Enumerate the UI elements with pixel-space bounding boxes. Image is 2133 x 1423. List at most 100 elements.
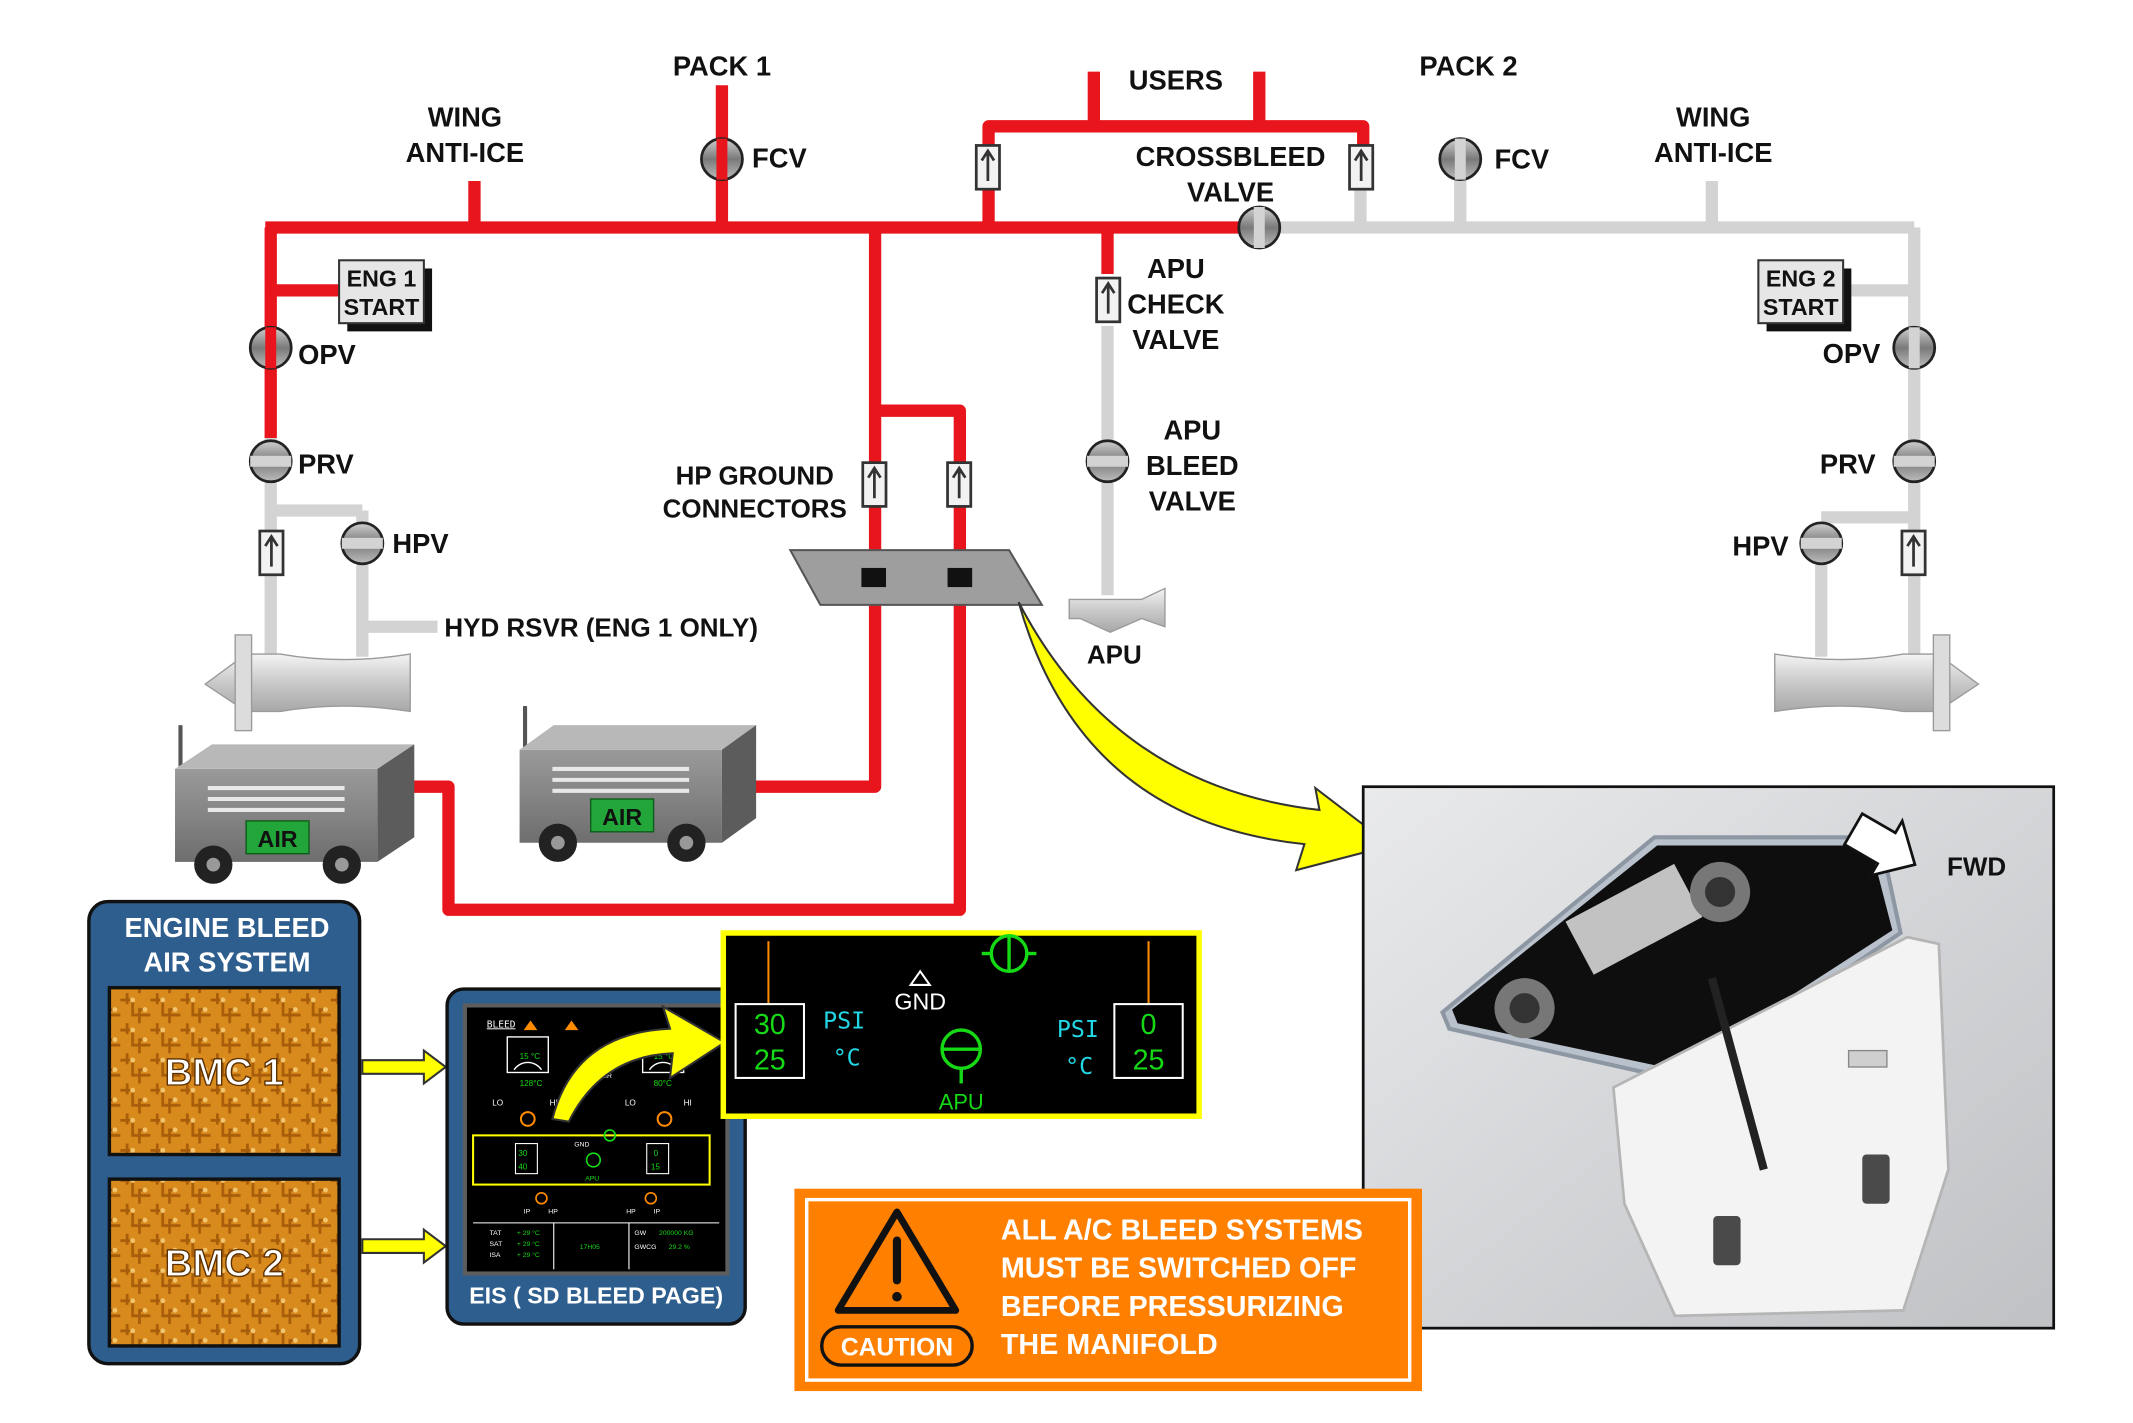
zoom-right-psi-unit: PSI xyxy=(1057,1016,1099,1043)
zoom-gnd: GND xyxy=(894,989,946,1015)
apu-bleed-valve xyxy=(1085,439,1130,484)
eis-ip-right: IP xyxy=(654,1208,661,1215)
apu-check-valve-label-2: CHECK xyxy=(1127,289,1224,320)
eis-page-title: BLEED xyxy=(487,1019,516,1030)
check-valves xyxy=(258,144,1927,577)
air-cart-1: AIR xyxy=(175,725,415,884)
apu-label: APU xyxy=(1087,640,1142,670)
fwd-label: FWD xyxy=(1947,852,2006,882)
opv-left-label: OPV xyxy=(298,339,356,370)
bmc2-label: BMC 2 xyxy=(165,1242,284,1285)
eng2-start-label-1: ENG 2 xyxy=(1766,265,1836,291)
eis-sat-value: + 29 °C xyxy=(517,1240,540,1248)
zoom-right-temp-unit: °C xyxy=(1065,1053,1093,1080)
eis-caption: EIS ( SD BLEED PAGE) xyxy=(469,1283,723,1309)
apu-bleed-valve-label-3: VALVE xyxy=(1149,486,1236,517)
apu-check-valve xyxy=(1095,276,1122,324)
eis-sat: SAT xyxy=(489,1241,503,1248)
red-ducts xyxy=(264,71,1370,916)
air-cart-1-label: AIR xyxy=(258,826,298,852)
apu-check-valve-label-3: VALVE xyxy=(1132,324,1219,355)
gnd-triangle-icon xyxy=(908,969,932,986)
eng1-start-label-2: START xyxy=(344,294,420,320)
air-cart-2-label: AIR xyxy=(602,804,642,830)
eis-left-temp-top: 15 °C xyxy=(520,1052,541,1061)
eis-hp-left: HP xyxy=(548,1208,558,1215)
zoom-left-temp-unit: °C xyxy=(833,1045,861,1072)
eis-lo-right: LO xyxy=(625,1098,636,1107)
zoom-left-psi-unit: PSI xyxy=(823,1008,865,1035)
crossbleed-valve-label-2: VALVE xyxy=(1187,176,1274,207)
prv-right-valve xyxy=(1892,439,1937,484)
zoom-right-psi: 0 xyxy=(1141,1009,1157,1041)
eng2-check-valve xyxy=(1900,529,1927,577)
eis-isa: ISA xyxy=(489,1252,500,1259)
eis-hi-right: HI xyxy=(684,1098,692,1107)
crossbleed-valve xyxy=(1237,205,1282,250)
bmc-to-eis-arrows xyxy=(361,1048,448,1265)
eis-time: 17H05 xyxy=(580,1244,600,1251)
eis-right-temp-bottom: 80°C xyxy=(654,1079,672,1088)
eis-apu: APU xyxy=(585,1175,599,1182)
opv-left-valve xyxy=(248,325,293,370)
pack2-label: PACK 2 xyxy=(1419,51,1517,82)
wing-anti-ice-left-label-2: ANTI-ICE xyxy=(406,137,524,168)
yellow-callout-arrow xyxy=(1017,601,1393,872)
eis-tat-value: + 29 °C xyxy=(517,1229,540,1237)
diagram-labels: PACK 1 PACK 2 USERS WING ANTI-ICE WING A… xyxy=(298,51,1881,670)
eis-left-psi: 30 xyxy=(518,1149,528,1158)
hyd-rsvr-label: HYD RSVR (ENG 1 ONLY) xyxy=(444,612,758,642)
bmc1-label: BMC 1 xyxy=(165,1051,284,1094)
engine-1-icon xyxy=(203,634,411,732)
eng2-start-label-2: START xyxy=(1763,294,1839,320)
hpv-left-valve xyxy=(340,521,385,566)
apu-bleed-valve-label-2: BLEED xyxy=(1146,450,1239,481)
eng1-check-valve xyxy=(258,529,285,577)
fcv-right-valve xyxy=(1438,137,1483,181)
hpv-right-label: HPV xyxy=(1732,531,1789,562)
caution-line-1: ALL A/C BLEED SYSTEMS xyxy=(1001,1214,1363,1246)
eis-left-temp: 40 xyxy=(518,1163,528,1172)
eis-left-temp-bottom: 128°C xyxy=(520,1079,543,1088)
eis-right-temp-top: 15 °C xyxy=(654,1052,675,1061)
crossfeed-check-valve-right xyxy=(1348,144,1375,191)
fcv-left-label: FCV xyxy=(752,142,807,173)
wing-anti-ice-left-label-1: WING xyxy=(428,101,502,132)
eis-gw-value: 200000 KG xyxy=(659,1230,694,1237)
engine-bleed-air-system-panel: ENGINE BLEED AIR SYSTEM BMC 1 BMC 2 xyxy=(87,899,362,1366)
bleed-panel-title-2: AIR SYSTEM xyxy=(143,946,310,977)
opv-right-label: OPV xyxy=(1823,338,1881,369)
hpv-right-valve xyxy=(1799,521,1844,566)
eis-tat: TAT xyxy=(489,1230,502,1237)
hp-ground-check-valve-2 xyxy=(946,461,973,508)
wing-anti-ice-right-label-1: WING xyxy=(1676,101,1750,132)
bleed-panel-title-1: ENGINE BLEED xyxy=(124,912,329,943)
caution-word: CAUTION xyxy=(841,1335,953,1362)
hpv-left-label: HPV xyxy=(392,528,449,559)
opv-right-valve xyxy=(1892,325,1937,370)
bmc1-board xyxy=(107,985,341,1157)
bmc2-board xyxy=(107,1177,341,1348)
caution-box: CAUTION ALL A/C BLEED SYSTEMS MUST BE SW… xyxy=(794,1188,1422,1392)
prv-right-label: PRV xyxy=(1820,449,1876,480)
caution-line-4: THE MANIFOLD xyxy=(1001,1329,1218,1361)
hp-ground-check-valve-1 xyxy=(861,461,888,508)
eis-ip-left: IP xyxy=(524,1208,531,1215)
eis-hi-left: HI xyxy=(550,1098,558,1107)
wing-anti-ice-right-label-2: ANTI-ICE xyxy=(1654,137,1772,168)
hp-ground-connector-panel xyxy=(788,549,1044,606)
crossfeed-check-valve-left xyxy=(974,144,1001,191)
eis-gnd: GND xyxy=(574,1141,589,1148)
fcv-right-label: FCV xyxy=(1494,144,1549,175)
caution-line-2: MUST BE SWITCHED OFF xyxy=(1001,1253,1357,1285)
air-cart-2: AIR xyxy=(519,706,757,862)
eis-right-psi: 0 xyxy=(654,1149,659,1158)
hp-connector-1 xyxy=(861,567,887,588)
connector-photo: FWD xyxy=(1361,785,2056,1330)
hp-ground-connectors-label-2: CONNECTORS xyxy=(663,493,847,523)
engine-2-icon xyxy=(1774,634,1980,732)
warning-triangle-icon xyxy=(834,1208,960,1314)
eis-hp-right: HP xyxy=(626,1208,636,1215)
eis-gwcg-value: 29.2 % xyxy=(669,1244,690,1251)
